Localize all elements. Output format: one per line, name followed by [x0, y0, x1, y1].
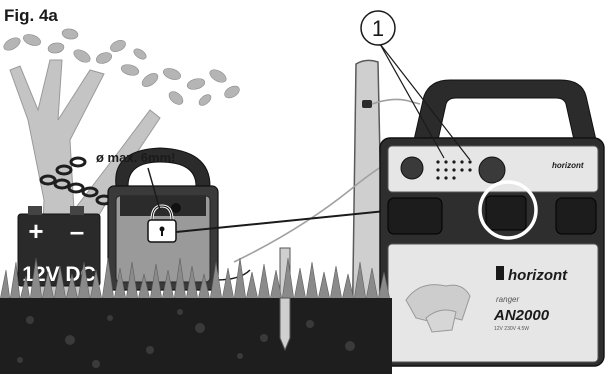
max-diameter-note: ø max. 6mm! — [96, 150, 175, 165]
small-energizer — [108, 148, 218, 290]
model-name: AN2000 — [493, 307, 550, 324]
brand-top: horizont — [552, 161, 584, 170]
brand-panel: horizont — [508, 267, 568, 284]
battery-minus-sign: – — [70, 216, 84, 246]
battery-plus-sign: + — [28, 216, 43, 246]
device-small-print: 12V 230V 4.5W — [494, 326, 529, 332]
ground-rod-tip — [280, 298, 290, 350]
energizer-an2000: horizont horizont ranger AN2000 12V 230V… — [380, 80, 604, 366]
callout-number: 1 — [372, 16, 384, 41]
product-line: ranger — [496, 295, 519, 304]
soil — [0, 298, 392, 374]
